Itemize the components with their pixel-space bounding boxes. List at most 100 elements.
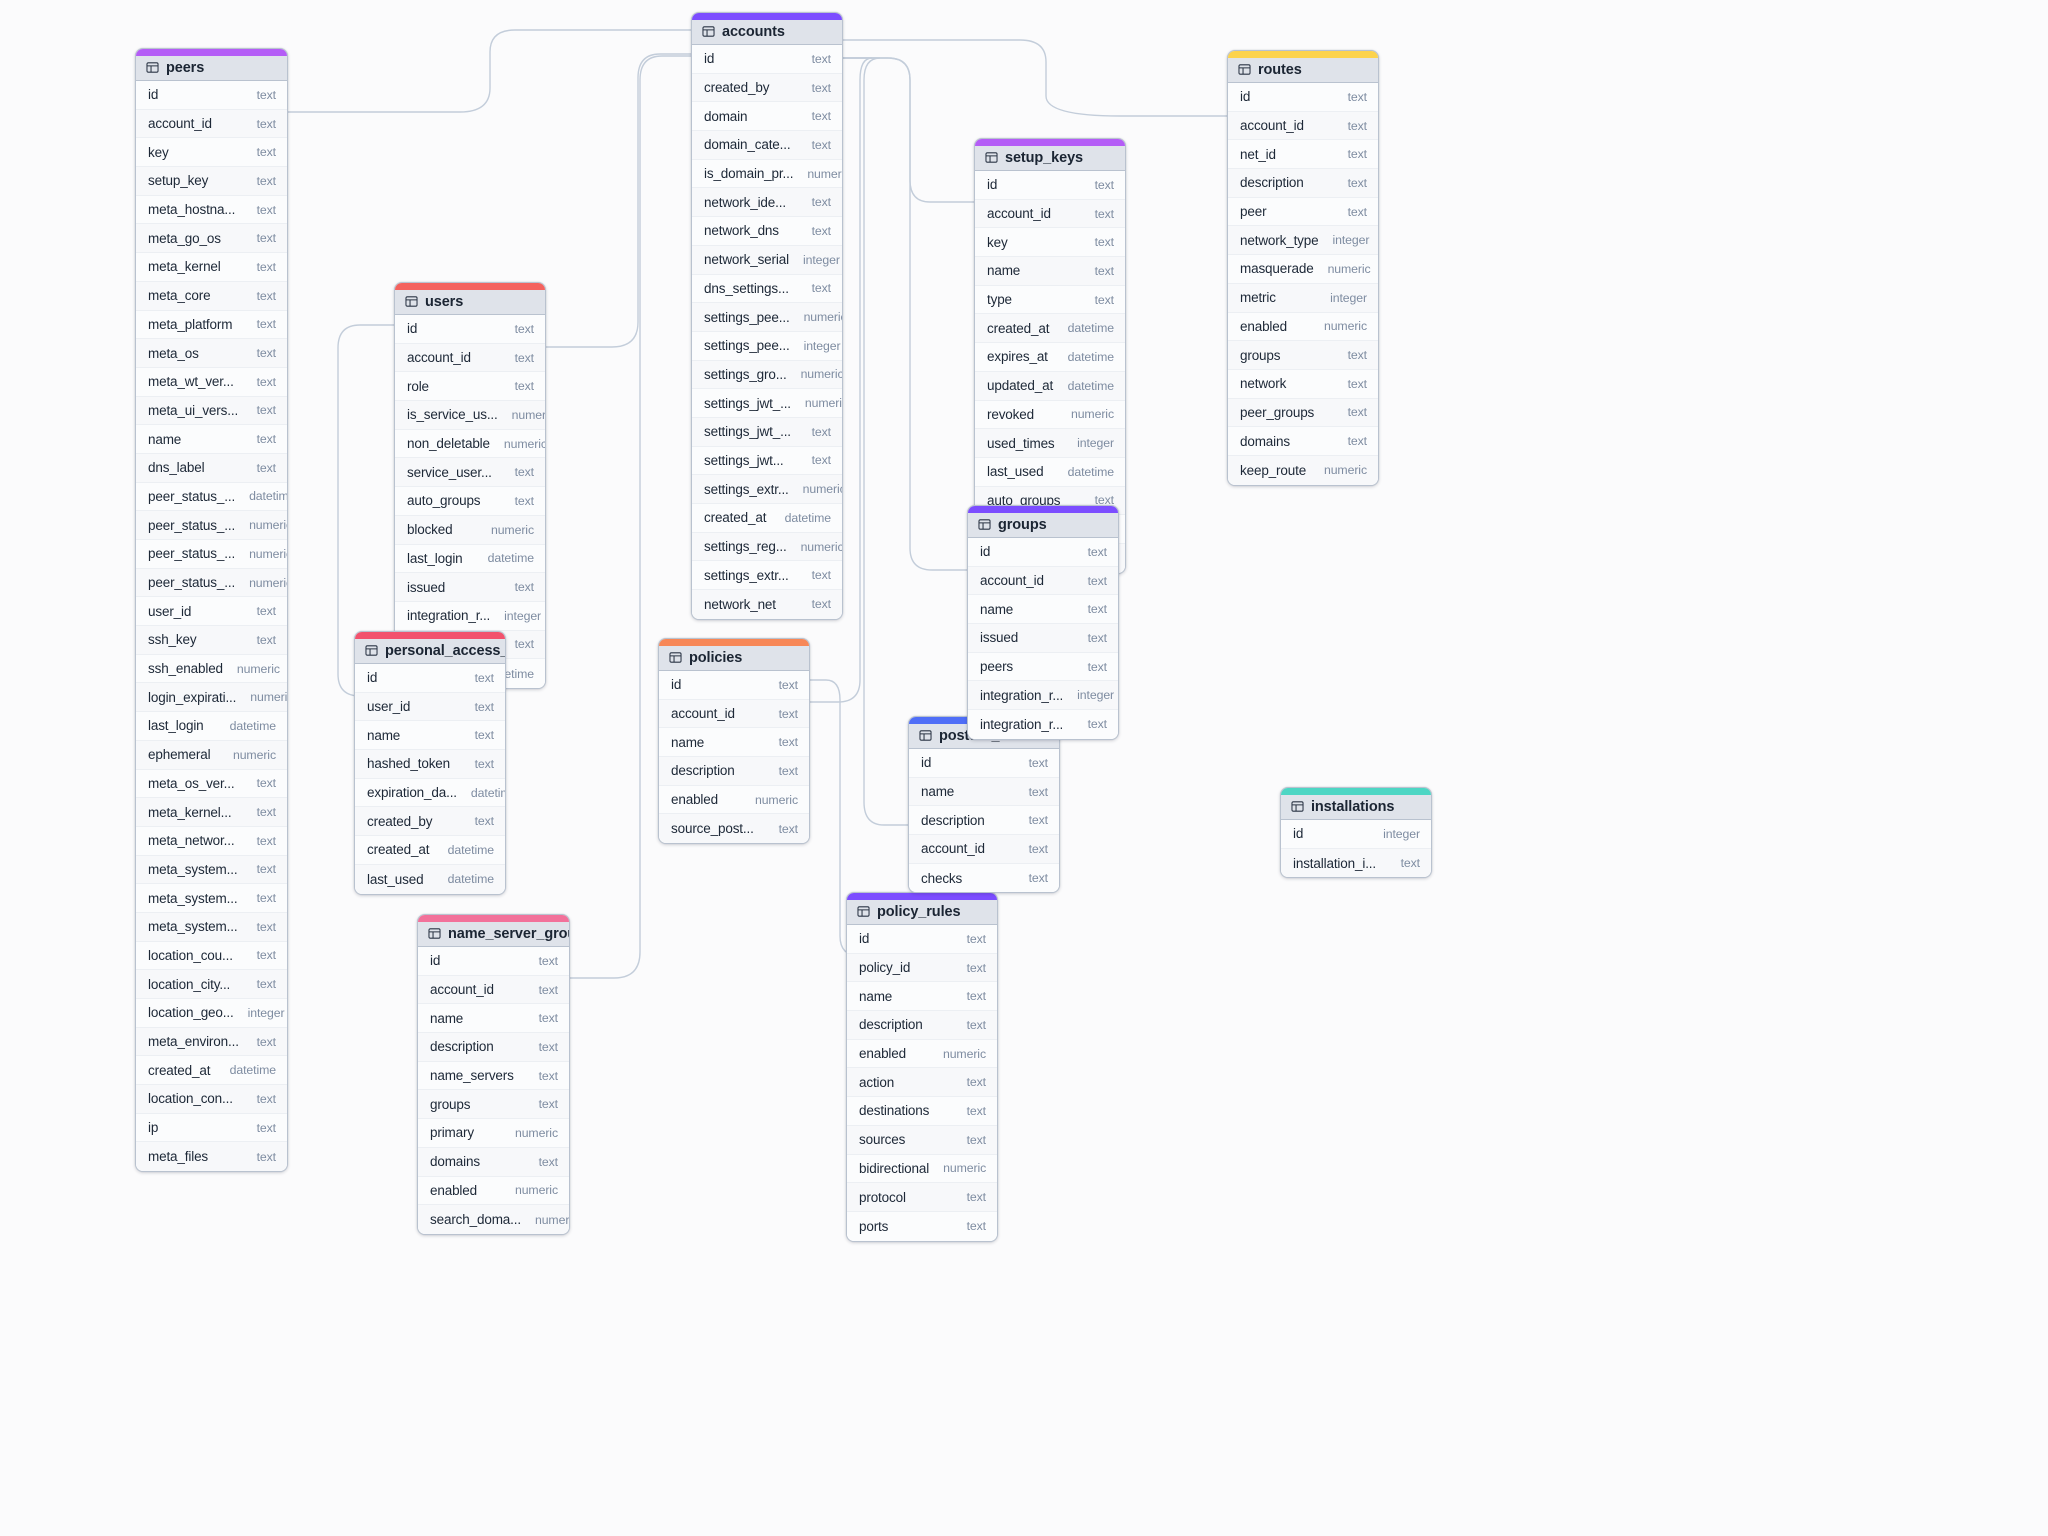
table-row[interactable]: meta_system...text xyxy=(136,884,287,913)
table-card-name_server_groups[interactable]: name_server_groupsidtextaccount_idtextna… xyxy=(417,914,570,1235)
table-header[interactable]: personal_access_tokens xyxy=(355,639,505,664)
table-row[interactable]: settings_jwt_...text xyxy=(692,417,842,447)
table-header[interactable]: policies xyxy=(659,646,809,671)
table-row[interactable]: settings_jwt_...numeric xyxy=(692,389,842,418)
table-row[interactable]: settings_extr...text xyxy=(692,561,842,591)
table-row[interactable]: meta_system...text xyxy=(136,912,287,942)
table-row[interactable]: search_doma...numeric xyxy=(418,1205,569,1234)
table-row[interactable]: installation_i...text xyxy=(1281,848,1431,878)
table-row[interactable]: settings_reg...numeric xyxy=(692,532,842,562)
table-header[interactable]: policy_rules xyxy=(847,900,997,925)
table-row[interactable]: location_con...text xyxy=(136,1085,287,1114)
table-row[interactable]: dns_settings...text xyxy=(692,274,842,304)
table-row[interactable]: location_geo...integer xyxy=(136,999,287,1028)
table-row[interactable]: peer_status_...datetime xyxy=(136,482,287,512)
table-row[interactable]: location_cou...text xyxy=(136,941,287,971)
table-row[interactable]: settings_pee...numeric xyxy=(692,303,842,332)
table-row[interactable]: domain_cate...text xyxy=(692,131,842,160)
table-row[interactable]: settings_jwt...text xyxy=(692,446,842,476)
table-row[interactable]: peer_status_...numeric xyxy=(136,511,287,540)
table-row[interactable]: meta_wt_ver...text xyxy=(136,367,287,397)
table-row[interactable]: meta_os_ver...text xyxy=(136,769,287,799)
table-row[interactable]: settings_extr...numeric xyxy=(692,475,842,504)
table-row[interactable]: network_ide...text xyxy=(692,188,842,218)
table-row[interactable]: integration_r...integer xyxy=(395,601,545,631)
table-row[interactable]: meta_networ...text xyxy=(136,826,287,856)
table-row[interactable]: service_user...text xyxy=(395,458,545,488)
table-row[interactable]: settings_pee...integer xyxy=(692,331,842,361)
table-row[interactable]: integration_r...text xyxy=(968,710,1118,739)
table-row[interactable]: location_city...text xyxy=(136,970,287,999)
table-row[interactable]: is_domain_pr...numeric xyxy=(692,159,842,189)
table-header[interactable]: setup_keys xyxy=(975,146,1125,171)
table-row[interactable]: settings_gro...numeric xyxy=(692,360,842,390)
